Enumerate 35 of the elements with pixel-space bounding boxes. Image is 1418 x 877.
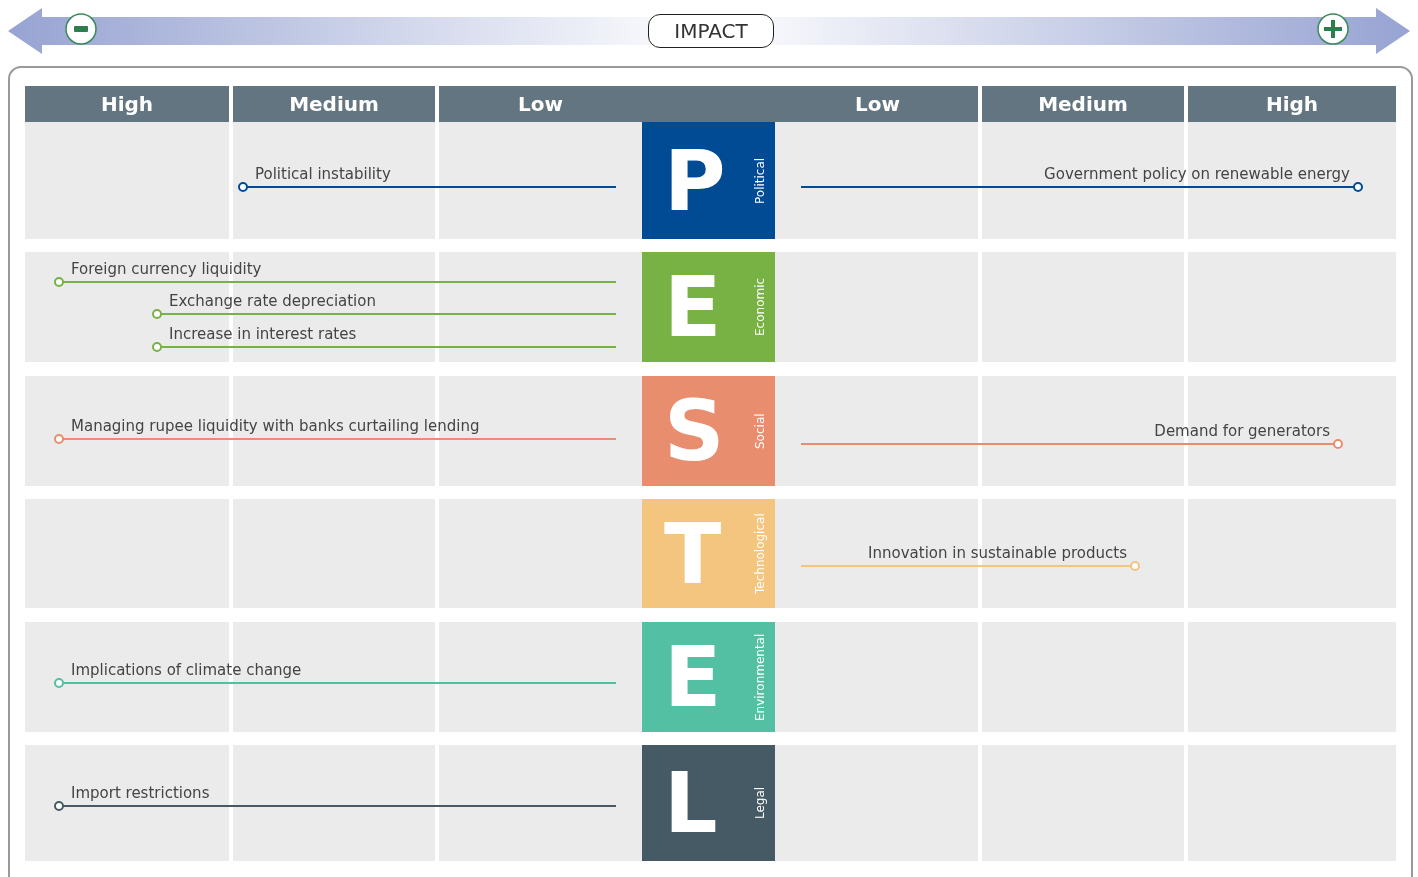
factor-label: Political instability [255,165,391,183]
category-tile [642,622,775,732]
factor-label: Foreign currency liquidity [71,260,262,278]
category-name: Economic [753,276,767,339]
category-tile [642,252,775,362]
column-header: Low [439,86,642,122]
category-letter: T [664,511,722,596]
category-letter: L [664,761,718,845]
category-letter: E [664,265,722,349]
factor-label: Increase in interest rates [169,325,357,343]
category-tile [642,122,775,239]
category-name: Legal [753,785,767,822]
category-name: Technological [753,512,767,596]
factor-label: Implications of climate change [71,661,302,679]
category-tile [642,499,775,608]
category-name: Political [753,156,767,206]
factor-label: Government policy on renewable energy [1044,165,1350,183]
column-header: High [25,86,229,122]
factor-label: Demand for generators [1154,422,1330,440]
column-header: Medium [233,86,435,122]
category-name: Environmental [753,632,767,723]
category-name: Social [753,412,767,451]
category-tile [642,745,775,861]
factor-label: Import restrictions [71,784,210,802]
factor-label: Innovation in sustainable products [868,544,1127,562]
column-header: High [1188,86,1396,122]
category-letter: S [664,389,725,473]
category-letter: P [664,138,726,223]
category-letter: E [664,635,722,719]
factor-label: Managing rupee liquidity with banks curtailing lending [71,417,480,435]
category-tile [642,376,775,486]
factor-label: Exchange rate depreciation [169,292,376,310]
column-header: Medium [982,86,1184,122]
column-header: Low [777,86,978,122]
axis-title: IMPACT [648,14,774,48]
